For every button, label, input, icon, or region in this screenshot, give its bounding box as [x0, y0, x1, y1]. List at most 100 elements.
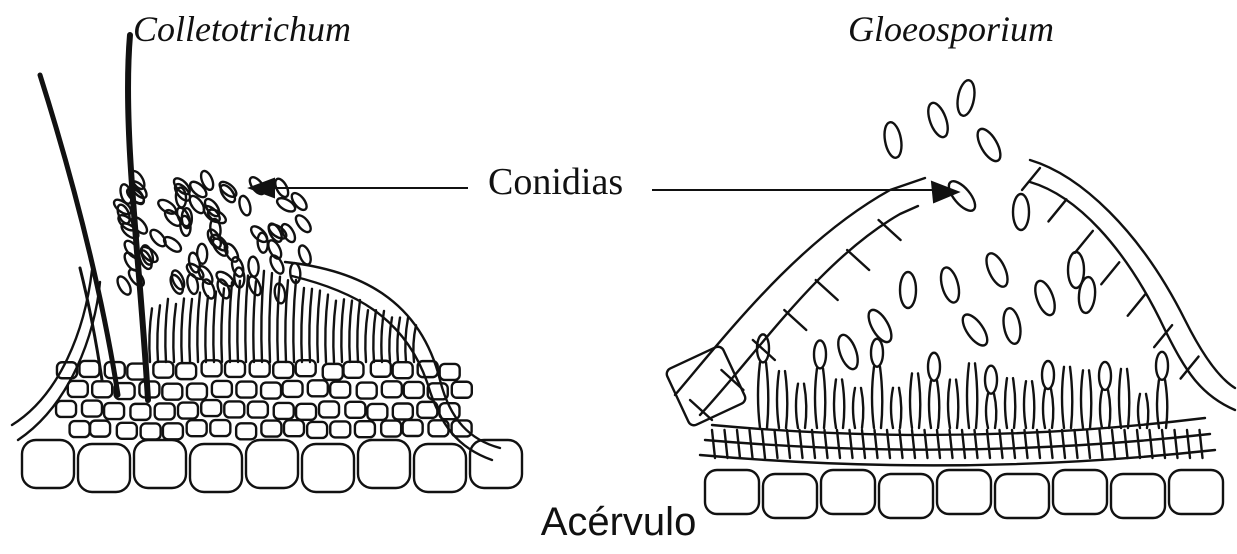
- stroma-cell: [163, 423, 183, 439]
- conidiophore: [1100, 390, 1102, 428]
- stroma-cell: [355, 421, 375, 437]
- attached-conidium: [1156, 352, 1168, 380]
- host-cell: [78, 444, 130, 492]
- conidiophore: [1013, 378, 1015, 428]
- stroma-cell: [404, 382, 424, 398]
- stroma-cell: [248, 402, 268, 418]
- conidiophore: [1146, 394, 1148, 428]
- attached-conidium: [1042, 361, 1054, 389]
- conidium: [222, 242, 241, 264]
- host-cell: [190, 444, 242, 492]
- conidiophore: [1127, 369, 1129, 428]
- conidiophore: [975, 363, 977, 428]
- conidiophore: [929, 381, 931, 428]
- conidium: [237, 195, 252, 217]
- conidiophore: [1089, 370, 1091, 428]
- epidermis-cell-wall: [816, 280, 838, 300]
- conidias-label: Conidias: [488, 160, 623, 204]
- conidiophore: [910, 373, 912, 428]
- conidium: [900, 272, 916, 308]
- conidiophore: [1024, 381, 1026, 428]
- host-cell: [22, 440, 74, 488]
- conidiophore: [758, 362, 760, 428]
- stroma-divider: [1087, 430, 1090, 458]
- stroma-cell: [250, 361, 270, 377]
- conidiophore: [261, 271, 264, 362]
- epidermis-cell-wall: [1022, 168, 1040, 190]
- conidiophore: [1081, 370, 1083, 428]
- stroma-cell: [178, 403, 198, 419]
- epidermis-cell-wall: [879, 220, 901, 240]
- conidium: [982, 250, 1012, 289]
- conidiophore: [1005, 378, 1007, 428]
- epidermis-cell-wall: [847, 250, 869, 270]
- stroma-line: [705, 434, 1210, 450]
- stroma-divider: [1137, 430, 1140, 458]
- conidium: [248, 256, 260, 277]
- conidiophore: [397, 318, 400, 362]
- conidiophore: [956, 380, 958, 428]
- conidium: [156, 197, 178, 216]
- stroma-divider: [1162, 430, 1165, 458]
- conidiophore: [948, 380, 950, 428]
- conidiophore: [1062, 367, 1064, 428]
- conidium: [834, 332, 861, 371]
- stroma-cell: [343, 362, 363, 378]
- stroma-cell: [56, 401, 76, 417]
- stroma-cell: [357, 383, 377, 399]
- conidiophore: [1070, 367, 1072, 428]
- stroma-divider: [1112, 430, 1115, 458]
- stroma-divider: [775, 430, 778, 458]
- stroma-cell: [236, 382, 256, 398]
- attached-conidium: [1099, 362, 1111, 390]
- conidium: [973, 125, 1005, 164]
- stroma-cell: [330, 421, 350, 437]
- conidiophore: [149, 308, 152, 362]
- conidium: [268, 253, 286, 275]
- stroma-cell: [393, 362, 413, 378]
- stroma-cell: [201, 400, 221, 416]
- stroma-cell: [162, 384, 182, 400]
- stroma-divider: [737, 430, 740, 458]
- attached-conidium: [871, 339, 883, 367]
- conidiophore: [796, 384, 798, 428]
- conidiophore: [341, 299, 344, 362]
- conidiophore: [205, 296, 208, 362]
- conidiophore: [325, 295, 328, 362]
- conidiophore: [1119, 369, 1121, 428]
- conidiophore: [872, 367, 874, 428]
- setae: [40, 35, 148, 400]
- conidium: [924, 100, 951, 139]
- conidiophore: [986, 394, 988, 428]
- conidiophore: [1043, 389, 1045, 428]
- stroma-cell: [307, 422, 327, 438]
- conidium: [864, 306, 896, 345]
- colletotrichum-acervulus: [12, 35, 522, 492]
- conidiophore: [197, 293, 200, 362]
- stroma-cell: [296, 404, 316, 420]
- epidermis-inner: [1030, 182, 1235, 410]
- epidermis-cell-wall: [784, 310, 806, 330]
- conidiophore: [189, 299, 192, 362]
- conidiophore: [301, 288, 304, 362]
- conidiophore: [834, 379, 836, 428]
- stroma-cell: [92, 381, 112, 397]
- conidiophore: [823, 368, 825, 428]
- conidium: [1077, 276, 1096, 313]
- stroma-divider: [1125, 430, 1128, 458]
- conidium: [162, 234, 184, 254]
- attached-conidium: [814, 340, 826, 368]
- stroma-cell: [274, 403, 294, 419]
- conidiophore: [245, 276, 248, 362]
- conidiophore: [1157, 380, 1159, 428]
- host-cell: [414, 444, 466, 492]
- figure-caption: Acérvulo: [0, 500, 1237, 545]
- conidiophore: [173, 304, 176, 362]
- colletotrichum-label: Colletotrichum: [133, 8, 351, 50]
- conidiophore: [899, 388, 901, 428]
- conidiophore: [1108, 390, 1110, 428]
- stroma-cell: [393, 403, 413, 419]
- conidiophore: [317, 291, 320, 362]
- conidiophore: [309, 289, 312, 362]
- conidiophore: [333, 301, 336, 362]
